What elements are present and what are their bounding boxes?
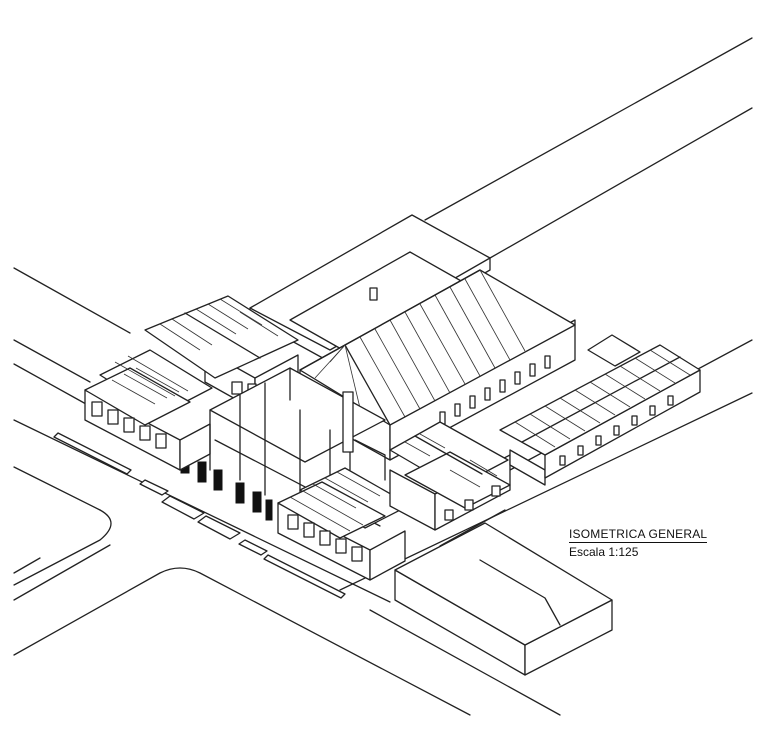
right-long-wing (499, 334, 701, 486)
caption-title: ISOMETRICA GENERAL (569, 527, 708, 543)
caption-scale: Escala 1:125 (569, 545, 639, 559)
front-center-roof-ribs (289, 471, 381, 532)
right-wing-roof-ribs (514, 349, 691, 448)
rear-flat-building (249, 214, 491, 363)
front-left-windows (91, 401, 167, 449)
front-center-wing (277, 467, 411, 581)
drawing-caption: ISOMETRICA GENERAL Escala 1:125 (569, 527, 708, 559)
front-center-windows (287, 514, 363, 562)
middle-pavilion-roof-ribs (404, 433, 498, 488)
front-left-roof-ribs (111, 355, 189, 405)
right-wing-windows (559, 395, 674, 466)
sidewalk-details (53, 432, 346, 599)
middle-pavilion (389, 421, 511, 531)
courtyard (209, 367, 386, 527)
main-roof-ribs (314, 269, 526, 418)
main-hall-windows (439, 355, 551, 425)
front-right-building (394, 509, 613, 676)
front-left-wing (84, 349, 213, 471)
left-upper-roof-ribs (159, 298, 279, 351)
